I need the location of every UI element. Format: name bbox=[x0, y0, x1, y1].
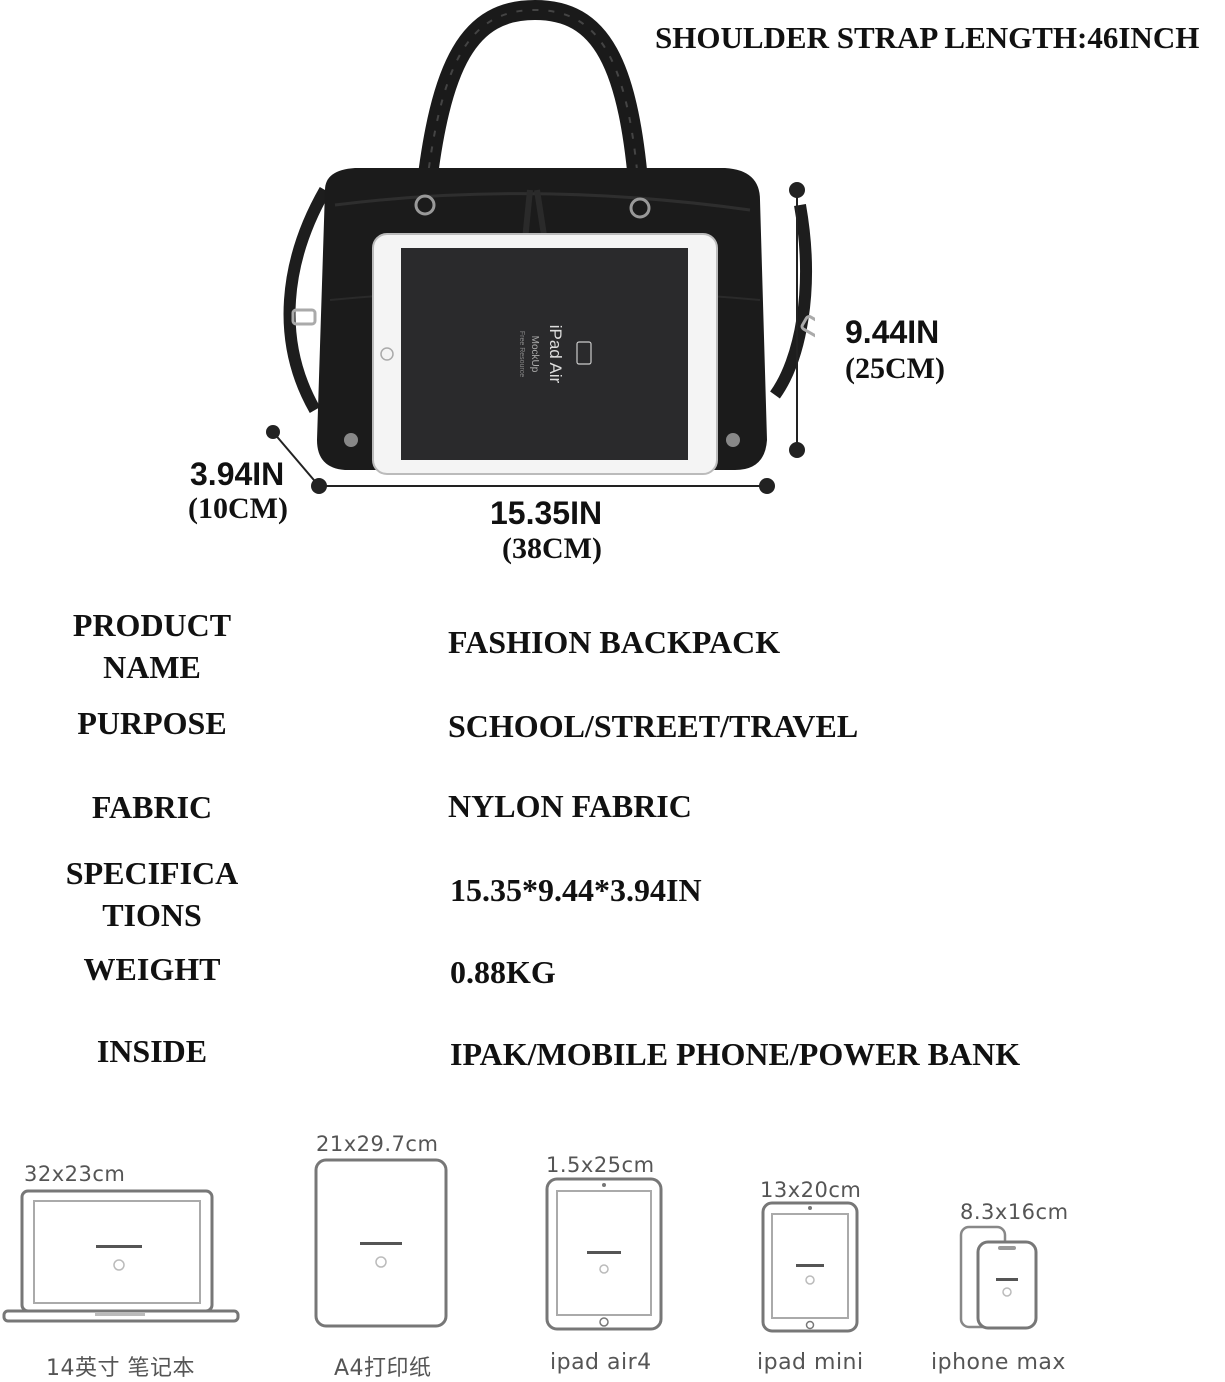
shoulder-strap-note: SHOULDER STRAP LENGTH:46INCH bbox=[655, 20, 1200, 55]
device-size-laptop: 32x23cm bbox=[24, 1162, 126, 1186]
tablet-icon bbox=[545, 1177, 663, 1331]
device-label-iphone-max: iphone max bbox=[931, 1350, 1066, 1375]
spec-label-weight: WEIGHT bbox=[83, 951, 221, 987]
spec-value-specifications: 15.35*9.44*3.94IN bbox=[450, 872, 702, 908]
paper-icon bbox=[314, 1158, 448, 1328]
width-inches: 15.35IN bbox=[490, 495, 603, 531]
height-cm: (25CM) bbox=[845, 352, 945, 385]
depth-dimension-line bbox=[272, 431, 320, 487]
device-size-iphone-max: 8.3x16cm bbox=[960, 1200, 1069, 1224]
tablet-screen-line2: MockUp bbox=[529, 336, 540, 373]
tablet-screen-title: iPad Air bbox=[546, 325, 565, 384]
handbag-illustration: iPad Air MockUp Free Resource bbox=[266, 0, 815, 494]
phone-icon bbox=[959, 1225, 1038, 1330]
spec-value-fabric: NYLON FABRIC bbox=[448, 788, 692, 824]
height-inches: 9.44IN bbox=[845, 314, 940, 350]
spec-label-purpose: PURPOSE bbox=[77, 705, 227, 741]
spec-label-product-name: PRODUCT NAME bbox=[72, 607, 232, 685]
depth-inches: 3.94IN bbox=[190, 456, 285, 492]
spec-value-product-name: FASHION BACKPACK bbox=[448, 624, 781, 660]
device-label-paper: A4打印纸 bbox=[334, 1356, 432, 1381]
spec-label-inside: INSIDE bbox=[96, 1033, 208, 1069]
shoulder-strap-right bbox=[770, 203, 812, 399]
tablet-mini-icon bbox=[761, 1201, 859, 1333]
device-label-laptop: 14英寸 笔记本 bbox=[46, 1356, 195, 1381]
tablet-screen-line3: Free Resource bbox=[518, 331, 525, 377]
device-size-paper: 21x29.7cm bbox=[316, 1132, 439, 1156]
laptop-icon bbox=[2, 1189, 240, 1323]
device-size-ipad-mini: 13x20cm bbox=[760, 1178, 862, 1202]
spec-label-fabric: FABRIC bbox=[91, 789, 213, 825]
device-label-ipad-mini: ipad mini bbox=[757, 1350, 864, 1375]
device-label-ipad-air: ipad air4 bbox=[550, 1350, 652, 1375]
spec-value-purpose: SCHOOL/STREET/TRAVEL bbox=[448, 708, 859, 744]
depth-cm: (10CM) bbox=[188, 492, 288, 525]
spec-label-specifications: SPECIFICA TIONS bbox=[65, 855, 239, 933]
spec-value-weight: 0.88KG bbox=[450, 954, 556, 990]
width-cm: (38CM) bbox=[502, 532, 602, 565]
tablet-screen bbox=[401, 248, 688, 460]
device-size-ipad-air: 1.5x25cm bbox=[546, 1153, 655, 1177]
spec-value-inside: IPAK/MOBILE PHONE/POWER BANK bbox=[450, 1036, 1021, 1072]
shoulder-strap-left bbox=[283, 187, 331, 413]
